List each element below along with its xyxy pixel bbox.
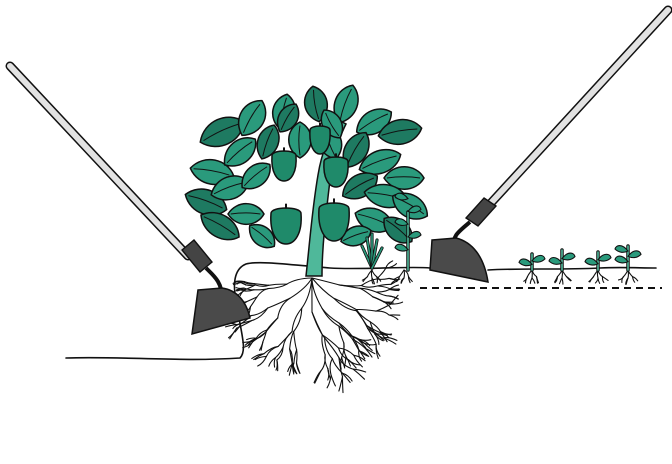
root-strand: [267, 318, 278, 330]
root-strand: [322, 308, 339, 323]
soil-line-right: [488, 268, 656, 270]
hoe-icon: [430, 10, 668, 282]
root-strand: [372, 270, 377, 277]
root-strand: [560, 278, 563, 284]
root-strand: [389, 315, 398, 320]
plant-fruit: [324, 153, 348, 187]
root-strand: [532, 278, 535, 283]
root-strand: [312, 278, 339, 285]
root-strand: [373, 297, 384, 302]
root-strand: [530, 278, 532, 284]
plant-foliage: [181, 81, 433, 253]
root-strand: [302, 278, 312, 308]
root-strand: [339, 348, 354, 355]
plant-fruit: [272, 147, 296, 181]
plant-fruit: [310, 123, 330, 154]
root-strand: [378, 284, 391, 286]
root-strand: [356, 310, 376, 312]
root-strand: [603, 277, 609, 281]
root-strand: [377, 292, 389, 296]
root-strand: [526, 277, 528, 283]
root-strand: [315, 371, 321, 383]
seedling-icon: [549, 250, 575, 270]
root-strand: [562, 278, 563, 284]
root-strand: [330, 359, 332, 375]
plant-fruit: [271, 204, 301, 244]
root-strand: [360, 288, 377, 292]
root-strand: [377, 290, 390, 293]
root-strand: [595, 278, 598, 283]
root-strand: [378, 286, 390, 289]
root-strand: [312, 278, 322, 308]
root-strand: [294, 332, 297, 350]
root-system: [224, 261, 638, 393]
root-strand: [229, 328, 237, 338]
root-strand: [400, 270, 405, 277]
seedling-icon: [615, 246, 641, 270]
root-strand: [342, 377, 343, 393]
hoe-handle-left: [10, 66, 188, 256]
hoe-collar-right: [466, 198, 496, 226]
root-strand: [268, 298, 290, 308]
root-strand: [331, 375, 335, 386]
hoe-handle-right: [490, 10, 668, 204]
root-strand: [589, 277, 594, 282]
plant-leaf: [228, 204, 264, 225]
root-strand: [362, 340, 371, 341]
seedling-icon: [519, 254, 545, 270]
root-strand: [334, 298, 356, 309]
root-strand: [376, 311, 389, 315]
root-strand: [361, 286, 378, 288]
root-strand: [312, 312, 325, 338]
root-strand: [341, 357, 342, 369]
root-strand: [622, 277, 624, 283]
hoe-blade-right: [430, 238, 488, 282]
root-strand: [297, 350, 298, 363]
plant-fruit: [319, 198, 349, 241]
